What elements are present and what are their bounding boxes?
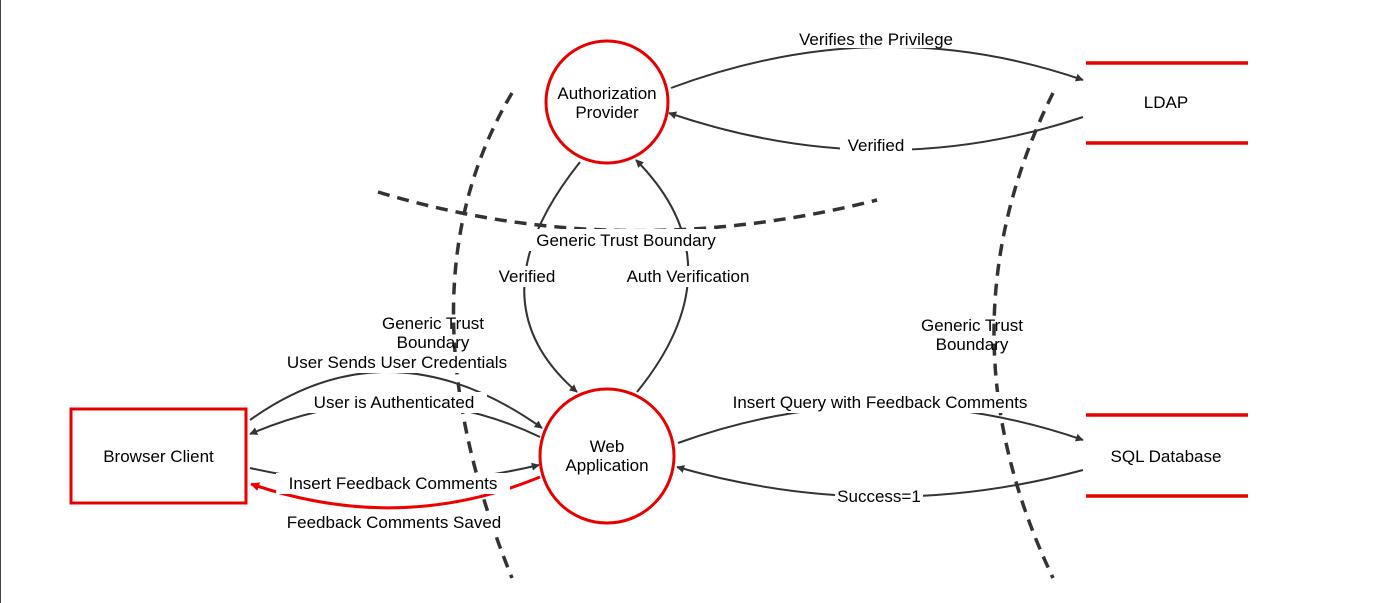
flow-auth-verified[interactable]	[523, 161, 581, 393]
label-bg-ldap-verified	[840, 136, 912, 156]
flow-auth-verified-label: Verified	[499, 267, 556, 286]
flow-success-label: Success=1	[837, 487, 921, 506]
ldap-label: LDAP	[1144, 93, 1188, 112]
flow-verifies-privilege-label: Verifies the Privilege	[799, 30, 953, 49]
sql-database-label: SQL Database	[1111, 447, 1222, 466]
label-bg-verifies	[787, 30, 965, 48]
flow-auth-verification-label: Auth Verification	[627, 267, 750, 286]
window-left-edge	[0, 0, 1, 603]
trust-boundary-left-label-line2: Boundary	[397, 333, 470, 352]
sql-database-node[interactable]	[1086, 413, 1248, 498]
browser-client-node[interactable]	[69, 407, 248, 505]
trust-boundary-top-label: Generic Trust Boundary	[536, 231, 716, 250]
label-bg-insert-query	[712, 392, 1047, 413]
flow-insert-query-label: Insert Query with Feedback Comments	[733, 393, 1028, 412]
flow-verifies-privilege[interactable]	[670, 45, 1084, 89]
trust-boundary-left-label-line1: Generic Trust	[382, 314, 484, 333]
web-application-label-line2: Application	[565, 456, 648, 475]
trust-boundary-right-label-line1: Generic Trust	[921, 316, 1023, 335]
trust-boundary-right-label-line2: Boundary	[936, 335, 1009, 354]
flow-feedback-saved-label: Feedback Comments Saved	[287, 513, 502, 532]
trust-boundary-top[interactable]	[377, 190, 878, 233]
authorization-provider-label-line1: Authorization	[557, 84, 656, 103]
authorization-provider-node[interactable]	[544, 39, 670, 165]
authorization-provider-label-line2: Provider	[575, 103, 639, 122]
label-bg-user-sends	[276, 352, 518, 373]
web-application-label-line1: Web	[590, 437, 625, 456]
flow-user-sends-credentials-label: User Sends User Credentials	[287, 353, 507, 372]
label-bg-insert-feedback	[276, 473, 510, 494]
browser-client-label: Browser Client	[103, 447, 214, 466]
trust-boundary-top-label-bg	[525, 229, 727, 251]
web-application-node[interactable]	[538, 387, 676, 525]
trust-boundary-left[interactable]	[451, 92, 514, 579]
flow-user-authenticated-label: User is Authenticated	[314, 393, 475, 412]
label-bg-auth-verified	[491, 266, 563, 287]
label-bg-success	[835, 486, 923, 507]
ldap-node[interactable]	[1086, 61, 1248, 145]
label-bg-feedback-saved	[276, 512, 512, 533]
label-bg-auth-verification	[614, 266, 762, 287]
flow-ldap-verified-label: Verified	[848, 136, 905, 155]
flow-insert-feedback-label: Insert Feedback Comments	[289, 474, 498, 493]
trust-boundary-right[interactable]	[992, 92, 1055, 579]
label-bg-user-auth	[301, 392, 487, 413]
